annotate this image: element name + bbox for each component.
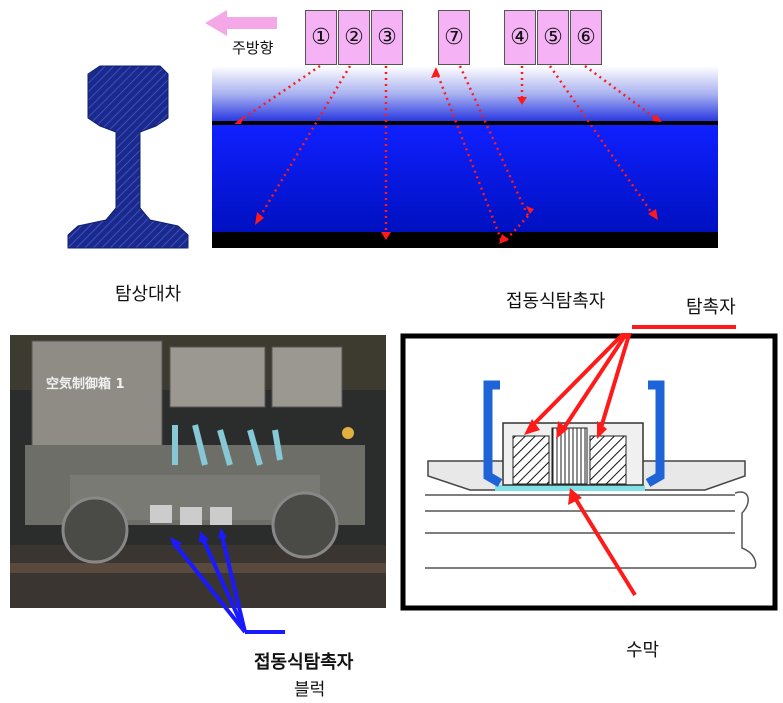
photo-panel-text: 空気制御箱 1 [46, 377, 125, 392]
direction-arrow-icon [205, 10, 277, 36]
probe-pointer-lead [632, 325, 736, 329]
probe-box-1: ① [305, 10, 337, 65]
probe-box-3: ③ [371, 10, 403, 65]
probe-box-5: ⑤ [537, 10, 569, 65]
probe-block-label-2: 블럭 [294, 680, 326, 700]
probe-box-2: ② [338, 10, 370, 65]
probe-box-6: ⑥ [570, 10, 602, 65]
probe-label: 탐촉자 [686, 297, 736, 318]
inspection-car-photo: 空気制御箱 1 [10, 335, 386, 608]
rail-section-diagram [212, 64, 718, 248]
probe-box-7: ⑦ [438, 10, 470, 65]
rail-cross-section-icon [67, 65, 189, 249]
water-film-label: 수막 [626, 640, 660, 661]
contact-probe-title: 접동식탐촉자 [506, 291, 606, 312]
probe-box-4: ④ [504, 10, 536, 65]
probe-block-label-1: 접동식탐촉자 [254, 652, 354, 673]
direction-label: 주방향 [232, 39, 274, 57]
contact-probe-schematic [400, 333, 778, 611]
probe-block-pointer [170, 528, 285, 634]
inspection-car-label: 탐상대차 [115, 284, 182, 305]
